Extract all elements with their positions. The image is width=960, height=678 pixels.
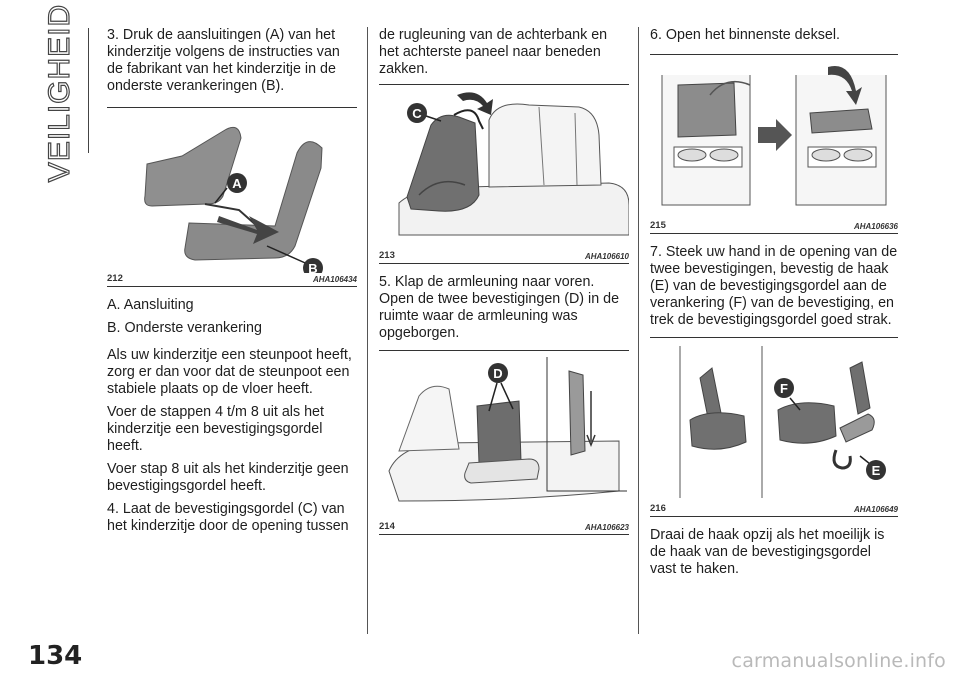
- section-title-rule: [88, 28, 89, 153]
- figure-code: AHA106636: [853, 222, 898, 231]
- figure-214: D 214 AHA106623: [379, 350, 629, 535]
- figure-213: C 213 AHA106610: [379, 84, 629, 264]
- steps-4-8-text: Voer de stappen 4 t/m 8 uit als het kind…: [107, 404, 324, 454]
- figure-caption: 215 AHA106636: [650, 220, 898, 234]
- figure-number: 213: [379, 250, 395, 261]
- figure-caption: 212 AHA106434: [107, 273, 357, 287]
- step-5-text: 5. Klap de armleuning naar voren. Open d…: [379, 274, 620, 341]
- figure-top-rule: [379, 84, 629, 85]
- callout-c: [407, 103, 427, 123]
- hook-tip-text: Draai de haak opzij als het moeilijk is …: [650, 527, 885, 577]
- step-4-continued-text: de rugleuning van de achterbank en het a…: [379, 27, 608, 77]
- page-number: 134: [28, 641, 83, 671]
- figure-caption: 214 AHA106623: [379, 521, 629, 535]
- figure-code: AHA106649: [853, 505, 898, 514]
- figure-top-rule: [650, 54, 898, 55]
- column-2: de rugleuning van de achterbank en het a…: [379, 27, 629, 545]
- figure-number: 214: [379, 521, 395, 532]
- figure-top-rule: [379, 350, 629, 351]
- figure-code: AHA106623: [584, 523, 629, 532]
- figure-number: 212: [107, 273, 123, 284]
- figure-code: AHA106434: [312, 275, 357, 284]
- figure-top-rule: [107, 107, 357, 108]
- support-leg-text: Als uw kinderzitje een steunpoot heeft, …: [107, 347, 352, 397]
- armrest-anchor-illustration: D: [388, 357, 627, 502]
- figure-caption: 213 AHA106610: [379, 250, 629, 264]
- svg-text:D: D: [493, 366, 502, 381]
- figure-caption: 216 AHA106649: [650, 503, 898, 517]
- step-6-text: 6. Open het binnenste deksel.: [650, 27, 840, 43]
- column-separator: [367, 27, 368, 634]
- figure-215: 215 AHA106636: [650, 54, 898, 234]
- step-7-text: 7. Steek uw hand in de opening van de tw…: [650, 244, 898, 328]
- inner-cover-illustration: [661, 66, 887, 206]
- watermark: carmanualsonline.info: [731, 650, 946, 672]
- svg-text:C: C: [412, 106, 422, 121]
- hook-anchor-illustration: F E: [679, 346, 886, 498]
- figure-number: 215: [650, 220, 666, 231]
- legend-a: A. Aansluiting: [107, 297, 194, 313]
- figure-code: AHA106610: [584, 252, 629, 261]
- svg-text:F: F: [780, 381, 788, 396]
- seat-anchor-illustration: A B: [144, 126, 323, 273]
- callout-f: [774, 378, 794, 398]
- callout-d: [488, 363, 508, 383]
- legend-b: B. Onderste verankering: [107, 320, 262, 336]
- column-1: 3. Druk de aansluitingen (A) van het kin…: [107, 27, 357, 541]
- figure-216: F E 216 AHA106649: [650, 337, 898, 517]
- section-title-text: VEILIGHEID: [43, 3, 77, 183]
- column-separator: [638, 27, 639, 634]
- section-title: VEILIGHEID: [38, 3, 83, 183]
- tether-belt-illustration: C: [398, 92, 629, 236]
- figure-212: A B 212 AHA106434: [107, 107, 357, 287]
- svg-text:B: B: [308, 261, 317, 273]
- callout-e: [866, 460, 886, 480]
- callout-b: [303, 258, 323, 273]
- svg-text:A: A: [232, 176, 242, 191]
- svg-text:E: E: [872, 463, 881, 478]
- figure-number: 216: [650, 503, 666, 514]
- column-3: 6. Open het binnenste deksel. 215 AHA106…: [650, 27, 898, 584]
- step-3-text: 3. Druk de aansluitingen (A) van het kin…: [107, 27, 340, 94]
- step-8-text: Voer stap 8 uit als het kinderzitje geen…: [107, 461, 349, 494]
- figure-top-rule: [650, 337, 898, 338]
- callout-a: [227, 173, 247, 193]
- step-4-text: 4. Laat de bevestigingsgordel (C) van he…: [107, 501, 349, 534]
